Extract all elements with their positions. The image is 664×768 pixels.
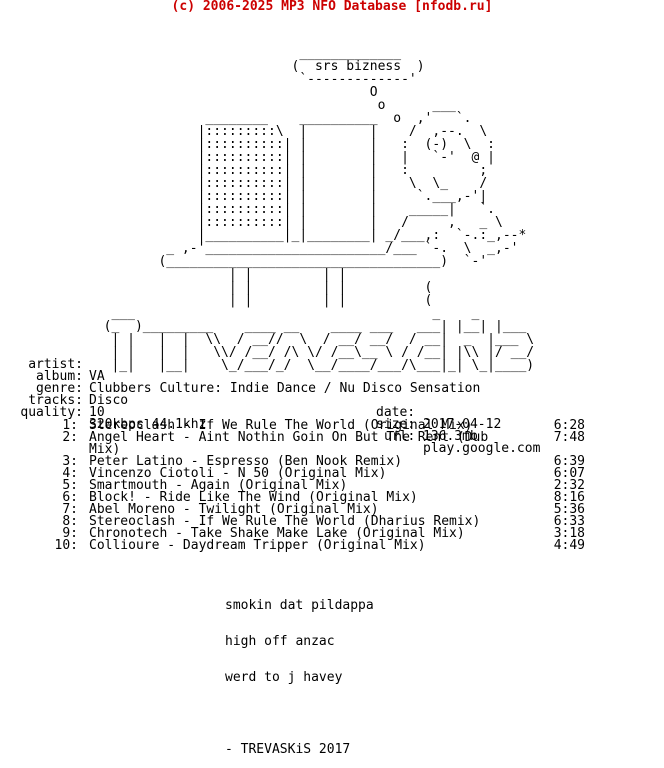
track-title: Vincenzo Ciotoli - N 50 (Original Mix) [89, 466, 387, 481]
track-row: 8: Stereoclash - If We Rule The World (Dh… [10, 514, 660, 529]
track-title: Stereoclash - If We Rule The World (Orig… [89, 418, 473, 433]
track-number: 3: [62, 454, 78, 469]
track-length: 6:28 [553, 418, 585, 433]
meta-row-tracks-size: tracks: 10 size: 136.3mb [10, 383, 660, 443]
quality-value: 320kbps 44.1khz [89, 417, 207, 432]
site-copyright-header: (c) 2006-2025 MP3 NFO Database [nfodb.ru… [171, 0, 493, 14]
url-label: url: [384, 429, 416, 444]
track-row: 5: Smartmouth - Again (Original Mix) 2:32 [10, 478, 660, 493]
tracks-value: 10 [89, 405, 105, 420]
release-metadata: artist: VA album: Clubbers Culture: Indi… [10, 347, 660, 455]
track-number: 9: [62, 526, 78, 541]
date-value: 2017-04-12 [423, 417, 502, 432]
track-length: 7:48 [553, 430, 585, 445]
track-length: 6:07 [553, 466, 585, 481]
meta-row-quality-url: quality: 320kbps 44.1khz url: play.googl… [10, 395, 660, 455]
quality-label: quality: [20, 405, 83, 420]
track-number: 5: [62, 478, 78, 493]
track-title: Block! - Ride Like The Wind (Original Mi… [89, 490, 418, 505]
track-length: 4:49 [553, 538, 585, 553]
track-title: Chronotech - Take Shake Make Lake (Origi… [89, 526, 465, 541]
track-row: 3: Peter Latino - Espresso (Ben Nook Remi… [10, 454, 660, 469]
track-row: 7: Abel Moreno - Twilight (Original Mix) 5… [10, 502, 660, 517]
track-number: 1: [62, 418, 78, 433]
size-value: 136.3mb [423, 429, 478, 444]
track-number: 10: [54, 538, 78, 553]
track-number: 4: [62, 466, 78, 481]
meta-row-artist: artist: VA [10, 347, 660, 383]
track-length: 6:39 [553, 454, 585, 469]
track-title: Stereoclash - If We Rule The World (Dhar… [89, 514, 481, 529]
track-length: 8:16 [553, 490, 585, 505]
track-title: Abel Moreno - Twilight (Original Mix) [89, 502, 379, 517]
track-row: 1: Stereoclash - If We Rule The World (Or… [10, 418, 660, 433]
tracks-label: tracks: [28, 393, 83, 408]
track-length: 2:32 [553, 478, 585, 493]
artist-value: VA [89, 369, 105, 384]
album-label: album: [36, 369, 83, 384]
track-row: 2: Angel Heart - Aint Nothin Goin On But … [10, 430, 660, 457]
track-length: 3:18 [553, 526, 585, 541]
album-value: Clubbers Culture: Indie Dance / Nu Disco… [89, 381, 481, 396]
track-title: Smartmouth - Again (Original Mix) [89, 478, 348, 493]
track-title: Peter Latino - Espresso (Ben Nook Remix) [89, 454, 403, 469]
note-line-2: high off anzac [225, 634, 335, 649]
track-row: 6: Block! - Ride Like The Wind (Original … [10, 490, 660, 505]
note-line-3: werd to j havey [225, 670, 343, 685]
signature: - TREVASKiS 2017 [225, 742, 351, 757]
track-length: 6:33 [553, 514, 585, 529]
note-line-1: smokin dat pildappa [225, 598, 374, 613]
ascii-art-logo: _____________ ( srs bizness ) `---------… [103, 46, 535, 373]
track-number: 6: [62, 490, 78, 505]
url-value: play.google.com [423, 441, 541, 456]
genre-value: Disco [89, 393, 129, 408]
track-title: Angel Heart - Aint Nothin Goin On But Th… [89, 430, 489, 457]
track-row: 9: Chronotech - Take Shake Make Lake (Ori… [10, 526, 660, 541]
track-number: 8: [62, 514, 78, 529]
track-number: 2: [62, 430, 78, 445]
meta-row-genre-date: genre: Disco date: 2017-04-12 [10, 371, 660, 431]
track-number: 7: [62, 502, 78, 517]
date-label: date: [376, 405, 416, 420]
release-notes: smokin dat pildappa high off anzac werd … [225, 576, 374, 768]
track-title: Collioure - Daydream Tripper (Original M… [89, 538, 426, 553]
size-label: size: [376, 417, 416, 432]
track-length: 5:36 [553, 502, 585, 517]
genre-label: genre: [36, 381, 83, 396]
track-row: 4: Vincenzo Ciotoli - N 50 (Original Mix)… [10, 466, 660, 481]
track-row: 10: Collioure - Daydream Tripper (Origina… [10, 538, 660, 553]
note-line-4 [225, 708, 374, 720]
artist-label: artist: [28, 357, 83, 372]
meta-row-album: album: Clubbers Culture: Indie Dance / N… [10, 359, 660, 395]
